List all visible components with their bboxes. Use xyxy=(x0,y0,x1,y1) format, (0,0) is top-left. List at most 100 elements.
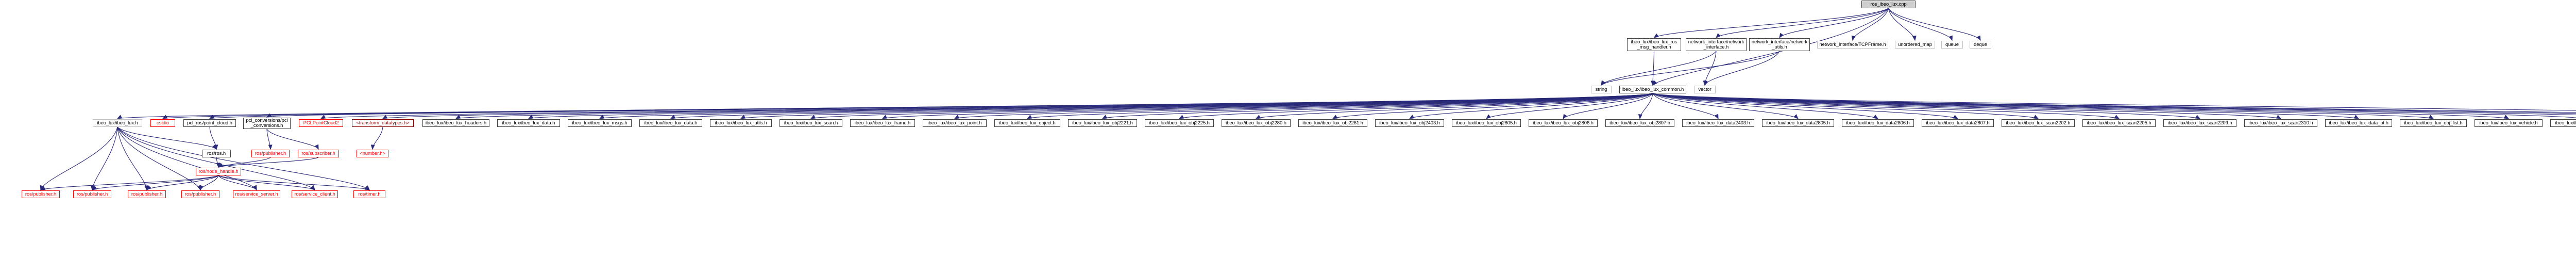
node-label: ibeo_lux/ibeo_lux_scan2202.h xyxy=(2006,120,2071,126)
graph-node[interactable]: ibeo_lux/ibeo_lux_obj2807.h xyxy=(1605,119,1674,127)
edge-arrowhead xyxy=(1638,114,1642,120)
edge-arrowhead xyxy=(740,115,746,119)
graph-node[interactable]: ibeo_lux/ibeo_lux_scan.h xyxy=(779,119,842,127)
graph-node[interactable]: ibeo_lux/ibeo_lux_obj2281.h xyxy=(1298,119,1367,127)
graph-node[interactable]: <number.h> xyxy=(357,150,388,157)
graph-node[interactable]: ros/publisher.h xyxy=(251,150,290,157)
graph-node[interactable]: ibeo_lux/ibeo_lux_obj2806.h xyxy=(1529,119,1598,127)
node-label: ibeo_lux/ibeo_lux_obj2806.h xyxy=(1533,120,1594,126)
edge-arrowhead xyxy=(1178,115,1184,119)
graph-node[interactable]: ibeo_lux/ibeo_lux_obj2280.h xyxy=(1222,119,1291,127)
graph-node[interactable]: cstdio xyxy=(150,119,175,127)
edge-arrowhead xyxy=(1255,115,1261,119)
node-label: ros/publisher.h xyxy=(255,150,286,156)
graph-node[interactable]: ros/service_client.h xyxy=(292,190,338,198)
graph-node[interactable]: ros/timer.h xyxy=(353,190,385,198)
edge xyxy=(599,93,1653,119)
edge xyxy=(1486,93,1653,119)
edge-arrowhead xyxy=(2114,115,2120,119)
edge-arrowhead xyxy=(1779,33,1784,39)
graph-node[interactable]: ibeo_lux/ibeo_lux_headers.h xyxy=(422,119,489,127)
edge-arrowhead xyxy=(2428,115,2434,119)
graph-node[interactable]: <transform_datatypes.h> xyxy=(352,119,414,127)
edge-arrowhead xyxy=(1652,81,1657,86)
edge xyxy=(117,126,201,190)
graph-node[interactable]: ibeo_lux/ibeo_lux_scan2205.h xyxy=(2082,119,2156,127)
graph-node[interactable]: ibeo_lux/ibeo_lux_obj2221.h xyxy=(1068,119,1137,127)
graph-node[interactable]: ros/publisher.h xyxy=(22,190,60,198)
graph-node[interactable]: string xyxy=(1591,86,1612,93)
graph-node[interactable]: ibeo_lux/ibeo_lux_utils.h xyxy=(710,119,772,127)
edge xyxy=(670,93,1653,119)
graph-node[interactable]: ibeo_lux/ibeo_lux_data2807.h xyxy=(1922,119,1994,127)
graph-root-node[interactable]: ros_ibeo_lux.cpp xyxy=(1861,1,1916,8)
graph-node[interactable]: ros/node_handle.h xyxy=(196,168,241,175)
graph-node[interactable]: ibeo_lux/ibeo_lux_vehicle.h xyxy=(2475,119,2543,127)
graph-node[interactable]: ibeo_lux/ibeo_lux_scan2310.h xyxy=(2244,119,2317,127)
graph-node[interactable]: ibeo_lux/ibeo_lux_obj_list.h xyxy=(2400,119,2467,127)
graph-node[interactable]: ibeo_lux/ibeo_lux_object.h xyxy=(994,119,1060,127)
graph-node[interactable]: ibeo_lux/ibeo_lux_ros _msg_handler.h xyxy=(1627,38,1681,51)
graph-node[interactable]: ibeo_lux/ibeo_lux_scan2209.h xyxy=(2163,119,2236,127)
graph-node[interactable]: deque xyxy=(1970,41,1991,49)
graph-node[interactable]: ibeo_lux/ibeo_lux_data.h xyxy=(497,119,560,127)
graph-node[interactable]: queue xyxy=(1941,41,1963,49)
graph-node[interactable]: ros/service_server.h xyxy=(233,190,280,198)
graph-node[interactable]: ibeo_lux/ibeo_lux_data2403.h xyxy=(1682,119,1754,127)
graph-node[interactable]: network_interface/TCPFrame.h xyxy=(1817,41,1888,49)
node-label: ibeo_lux/ibeo_lux_obj2221.h xyxy=(1072,120,1133,126)
node-label: ibeo_lux/ibeo_lux_data.h xyxy=(644,120,698,126)
graph-node[interactable]: ibeo_lux/ibeo_lux_obj2403.h xyxy=(1375,119,1444,127)
edge xyxy=(1601,51,1717,86)
edge xyxy=(1652,93,1878,119)
graph-node[interactable]: PCLPointCloud2 xyxy=(299,119,343,127)
node-label: <transform_datatypes.h> xyxy=(356,120,410,126)
edge-arrowhead xyxy=(2353,115,2360,119)
edge xyxy=(954,93,1653,119)
graph-node[interactable]: network_interface/network _utils.h xyxy=(1749,38,1810,51)
node-label: pcl_ros/point_cloud.h xyxy=(187,120,232,126)
edge xyxy=(1652,93,2200,119)
graph-node[interactable]: ibeo_lux/ibeo_lux_common.h xyxy=(1619,86,1686,93)
graph-node[interactable]: ros/subscriber.h xyxy=(298,150,339,157)
graph-node[interactable]: ibeo_lux/ibeo_lux_frame.h xyxy=(850,119,915,127)
edge xyxy=(117,126,257,190)
graph-node[interactable]: vector xyxy=(1694,86,1716,93)
graph-node[interactable]: ibeo_lux/ibeo_lux_obj2225.h xyxy=(1145,119,1214,127)
graph-node[interactable]: ibeo_lux/ibeo_lux_data2805.h xyxy=(1762,119,1834,127)
edge xyxy=(528,93,1653,119)
graph-node[interactable]: unordered_map xyxy=(1895,41,1935,49)
graph-node[interactable]: ibeo_lux/ibeo_lux_data2806.h xyxy=(1842,119,1914,127)
graph-node[interactable]: ibeo_lux/ibeo_lux_errors.h xyxy=(2550,119,2576,127)
edge xyxy=(740,93,1653,119)
graph-node[interactable]: pcl_conversions/pcl _conversions.h xyxy=(243,118,291,129)
graph-node[interactable]: ibeo_lux/ibeo_lux.h xyxy=(93,119,142,127)
edge-arrowhead xyxy=(1601,80,1605,86)
graph-node[interactable]: ibeo_lux/ibeo_lux_msgs.h xyxy=(568,119,632,127)
edge xyxy=(320,93,1653,119)
graph-node[interactable]: network_interface/network _interface.h xyxy=(1686,38,1747,51)
graph-node[interactable]: ros/publisher.h xyxy=(181,190,219,198)
graph-node[interactable]: ros/ros.h xyxy=(202,150,231,157)
edge-arrowhead xyxy=(2033,115,2039,119)
edge xyxy=(1852,8,1889,41)
edge-arrowhead xyxy=(1714,114,1719,120)
node-label: ros_ibeo_lux.cpp xyxy=(1870,1,1907,7)
node-label: ros/publisher.h xyxy=(76,191,108,197)
graph-node[interactable]: ros/publisher.h xyxy=(73,190,111,198)
graph-node[interactable]: pcl_ros/point_cloud.h xyxy=(183,119,236,127)
graph-node[interactable]: ibeo_lux/ibeo_lux_scan2202.h xyxy=(2002,119,2075,127)
node-label: ibeo_lux/ibeo_lux_scan2209.h xyxy=(2167,120,2232,126)
node-label: ros/service_server.h xyxy=(235,191,278,197)
graph-node[interactable]: ibeo_lux/ibeo_lux_point.h xyxy=(923,119,987,127)
node-label: ibeo_lux/ibeo_lux_frame.h xyxy=(854,120,911,126)
node-label: ros/subscriber.h xyxy=(301,150,335,156)
node-label: ibeo_lux/ibeo_lux_obj2805.h xyxy=(1456,120,1517,126)
node-label: ibeo_lux/ibeo_lux_common.h xyxy=(1621,86,1684,92)
edge-arrowhead xyxy=(268,144,273,150)
graph-node[interactable]: ibeo_lux/ibeo_lux_data_pt.h xyxy=(2325,119,2392,127)
graph-node[interactable]: ros/publisher.h xyxy=(128,190,166,198)
edge-arrowhead xyxy=(365,185,370,190)
graph-node[interactable]: ibeo_lux/ibeo_lux_data.h xyxy=(639,119,702,127)
graph-node[interactable]: ibeo_lux/ibeo_lux_obj2805.h xyxy=(1452,119,1521,127)
